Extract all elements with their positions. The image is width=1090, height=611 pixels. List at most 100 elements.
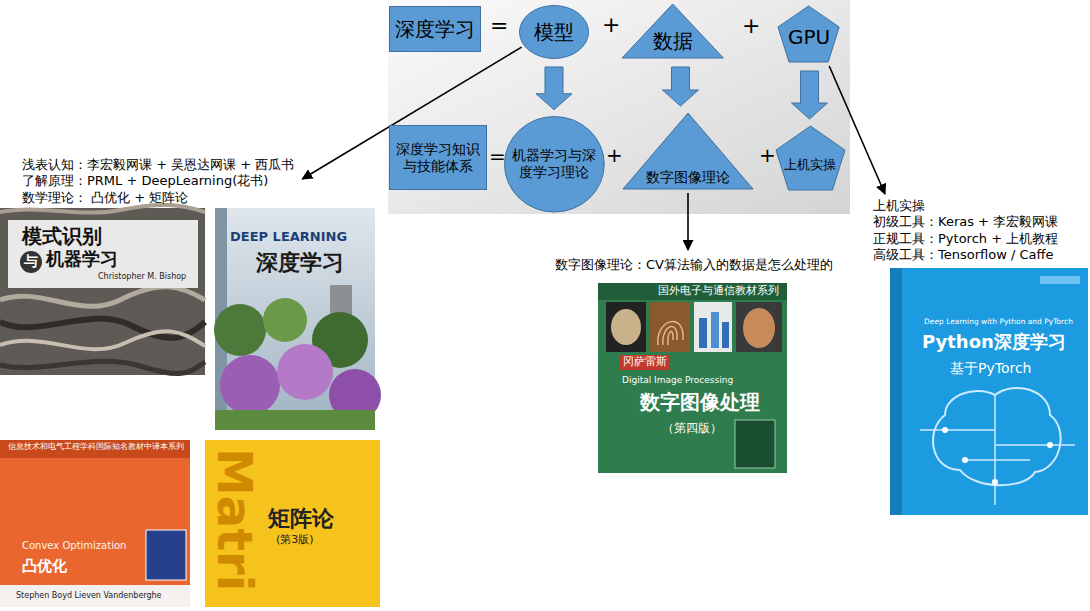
bottle [722,322,729,348]
bottle [699,318,707,348]
concept-box: 深度学习知识与技能体系 [389,125,487,190]
note-block: 上机实操初级工具：Keras + 李宏毅网课正规工具：Pytorch + 上机教… [873,198,1058,263]
node-text: 正规工具：Pytorch + 上机教程 [873,231,1058,247]
brain-scan [611,309,641,345]
operator-sign: + [602,12,620,37]
cover-image [606,302,646,352]
book-series: 信息技术和电气工程学科国际知名教材中译本系列 [8,443,184,452]
book-title: Deep Learning with Python and PyTorch [924,318,1073,327]
flow-arrow [662,67,698,106]
book-series: 国外电子与通信教材系列 [658,285,779,298]
cover-pattern [0,361,205,373]
book-author: Stephen Boyd Lieven Vandenberghe [16,591,162,600]
node-text: 机器学习与深度学习理论 [511,147,597,181]
book-title: Python深度学习 [922,332,1066,353]
cover-lawn [215,410,375,430]
book-cover [598,283,787,473]
book-author: Christopher M. Bishop [98,272,186,281]
circuit-lines [920,395,1075,505]
inset-book [735,420,775,468]
book-title: 矩阵论 [268,506,334,531]
circuit-node [942,427,948,433]
cover-tree [214,304,266,356]
cover-pattern [0,331,205,349]
node-text: 数字图像理论：CV算法输入的数据是怎么处理的 [555,257,833,273]
book-title: 数字图像处理 [640,391,760,414]
book-title: 机器学习 [46,249,118,270]
theory-circle: 机器学习与深度学习理论 [504,116,605,213]
book-spine [890,268,902,515]
node-text: 深度学习 [395,17,475,41]
node-text: GPU [788,25,830,49]
node-text: 高级工具：Tensorflow / Caffe [873,247,1058,263]
fingerprint [658,321,683,345]
bottle [711,312,719,348]
operator-sign: + [742,13,760,38]
triangle-shape [622,4,723,58]
note-block: 数字图像理论：CV算法输入的数据是怎么处理的 [555,254,833,273]
node-text: 了解原理：PRML + DeepLearning(花书) [22,173,294,189]
book-edition: （第四版） [662,422,722,436]
operator-sign: = [489,145,506,168]
box-shape [390,126,487,190]
book-title: 与 [24,253,38,269]
inset-book [146,530,186,580]
flow-arrow [791,71,827,119]
cover-band [0,585,190,607]
cover-band [0,440,190,458]
circuit-node [992,479,998,485]
cover-blossom [277,344,333,400]
pentagon-shape [776,126,845,190]
title-dot [20,251,42,273]
operator-sign: + [606,144,623,167]
book-title: 模式识别 [22,225,102,248]
book-title: 凸优化 [22,558,67,575]
title-plate [8,220,198,288]
cover-image [694,302,732,352]
concept-box: 深度学习 [389,6,481,52]
cover-image [736,302,782,352]
cover-band [598,283,787,300]
cover-pattern [0,205,205,213]
pentagon-shape [778,6,839,62]
pointer-arrow [687,193,689,250]
cover-badge [1040,276,1080,284]
node-text: 数据 [653,29,693,53]
cover-watermark: Matri [207,448,262,591]
node-text: 上机实操 [784,157,836,173]
book-title: Convex Optimization [22,540,126,552]
circle-shape [504,116,604,212]
circuit-node [962,457,968,463]
operator-sign: = [490,13,508,38]
node-text: 数字图像理论 [646,169,730,186]
model-circle: 模型 [519,5,589,59]
book-cover [890,268,1088,515]
background-panel [388,0,850,214]
cover-pattern [0,319,205,338]
triangle-shape [623,113,753,189]
face-render [743,308,775,348]
node-text: 模型 [534,20,574,44]
practice-pentagon: 上机实操 [775,125,846,191]
book-author: 冈萨雷斯 [620,355,670,370]
book-title: 基于PyTorch [950,360,1031,376]
flow-arrow [536,67,572,110]
book-title: DEEP LEARNING [230,230,347,245]
book-title: 深度学习 [256,250,344,275]
node-text: 深度学习知识与技能体系 [395,141,481,175]
image-triangle: 数字图像理论 [622,112,754,190]
cover-image [650,302,690,352]
circuit-node [1047,442,1053,448]
data-triangle: 数据 [621,3,724,59]
pointer-arrow [302,47,521,179]
box-shape [390,7,481,52]
pointer-arrow [829,66,885,194]
node-text: 上机实操 [873,198,1058,214]
book-edition: (第3版) [276,534,314,547]
book-title: Digital Image Processing [622,375,733,385]
note-block: 浅表认知：李宏毅网课 + 吴恩达网课 + 西瓜书了解原理：PRML + Deep… [22,157,294,206]
operator-sign: + [759,144,776,167]
